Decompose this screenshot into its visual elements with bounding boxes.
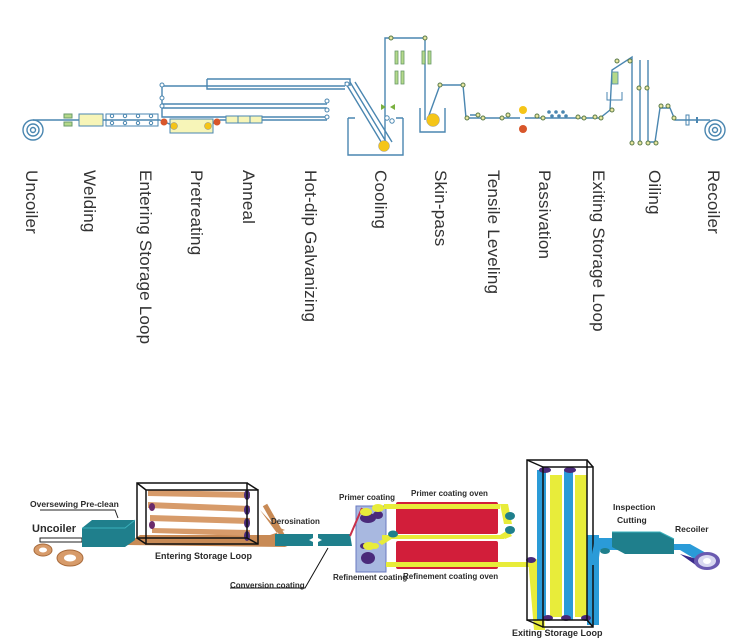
uncoiler-coil-icon xyxy=(22,119,44,141)
tension-leveler-rollers xyxy=(547,110,568,118)
stage-label: Recoiler xyxy=(704,170,723,234)
oversewing-preclean-block xyxy=(82,520,135,547)
yellow-rolls xyxy=(360,504,384,550)
pretreat-roller-red xyxy=(213,118,221,126)
pretreat-roller-red xyxy=(160,118,168,126)
zinc-pot xyxy=(347,117,404,156)
uncoiler-coils xyxy=(33,543,84,567)
galvanizing-line-diagram xyxy=(22,35,726,156)
exit-pan xyxy=(606,92,623,101)
entering-loop-frame xyxy=(136,482,259,545)
passivation-roller-yellow xyxy=(519,106,527,114)
strip-skinpass xyxy=(427,84,520,119)
copper-strip xyxy=(125,510,290,547)
conversion-block xyxy=(318,534,352,546)
sink-roll xyxy=(378,140,390,152)
label-primer-coating: Primer coating xyxy=(339,493,395,502)
tower-strip xyxy=(384,37,426,143)
stage-label: Tensile Leveling xyxy=(484,170,503,295)
label-inspection: Inspection xyxy=(613,502,656,512)
primer-coating-oven xyxy=(396,502,498,534)
recoiler-coil-icon xyxy=(704,119,726,141)
label-recoiler: Recoiler xyxy=(675,524,709,534)
label-entering-loop: Entering Storage Loop xyxy=(155,551,253,561)
welding-clamp xyxy=(63,113,73,119)
stage-label: Oiling xyxy=(645,170,664,215)
red-strip xyxy=(349,507,363,537)
label-oversewing: Oversewing Pre-clean xyxy=(30,499,119,509)
exit-equipment xyxy=(611,71,619,85)
stage-label: Passivation xyxy=(535,170,554,260)
leader-line xyxy=(230,547,329,589)
leader-line xyxy=(40,509,119,519)
anneal-furnace xyxy=(225,115,263,124)
entering-loop-strands xyxy=(161,78,351,118)
label-cutting: Cutting xyxy=(617,515,647,525)
color-coating-line-diagram: Oversewing Pre-clean Uncoiler Entering S… xyxy=(30,459,720,638)
pretreat-roller-yellow xyxy=(170,122,178,130)
passivation-roller-red xyxy=(519,125,527,133)
derosination-block xyxy=(275,534,313,546)
stage-label: Uncoiler xyxy=(22,170,41,234)
oiler xyxy=(685,114,690,126)
skinpass-pot xyxy=(419,108,446,133)
label-exiting-loop: Exiting Storage Loop xyxy=(512,628,603,638)
stage-label: Cooling xyxy=(371,170,390,230)
label-conversion: Conversion coating xyxy=(230,581,305,590)
stage-label: Anneal xyxy=(239,170,258,225)
label-refinement-oven: Refinement coating oven xyxy=(403,572,498,581)
strip-incline xyxy=(344,81,393,146)
skinpass-roll xyxy=(426,113,440,127)
strip-leveling xyxy=(470,55,710,143)
stage-label: Exiting Storage Loop xyxy=(589,170,608,332)
oiler xyxy=(696,117,698,123)
welding-clamp xyxy=(63,121,73,127)
label-derosination: Derosination xyxy=(271,517,320,526)
label-refinement-coating: Refinement coating xyxy=(333,573,407,582)
stage-label: Hot-dip Galvanizing xyxy=(301,170,320,323)
label-primer-oven: Primer coating oven xyxy=(411,489,488,498)
cooling-blocks xyxy=(394,50,432,85)
entering-rollers-frame xyxy=(105,113,159,127)
pretreat-roller-yellow xyxy=(204,122,212,130)
recoiler-coil xyxy=(694,552,720,570)
stage-label: Welding xyxy=(80,170,99,233)
stage-label: Pretreating xyxy=(187,170,206,256)
exiting-loop-strands xyxy=(528,470,599,630)
stage-label: Entering Storage Loop xyxy=(136,170,155,345)
stage-label: Skin-pass xyxy=(431,170,450,247)
exiting-loop-frame xyxy=(526,459,594,628)
welder-block xyxy=(78,113,104,127)
entering-loop-strands xyxy=(148,490,250,536)
pretreat-tank xyxy=(169,118,214,134)
label-uncoiler: Uncoiler xyxy=(32,523,77,535)
inspection-cutting-block xyxy=(612,532,674,554)
air-knife-icon xyxy=(381,104,395,110)
